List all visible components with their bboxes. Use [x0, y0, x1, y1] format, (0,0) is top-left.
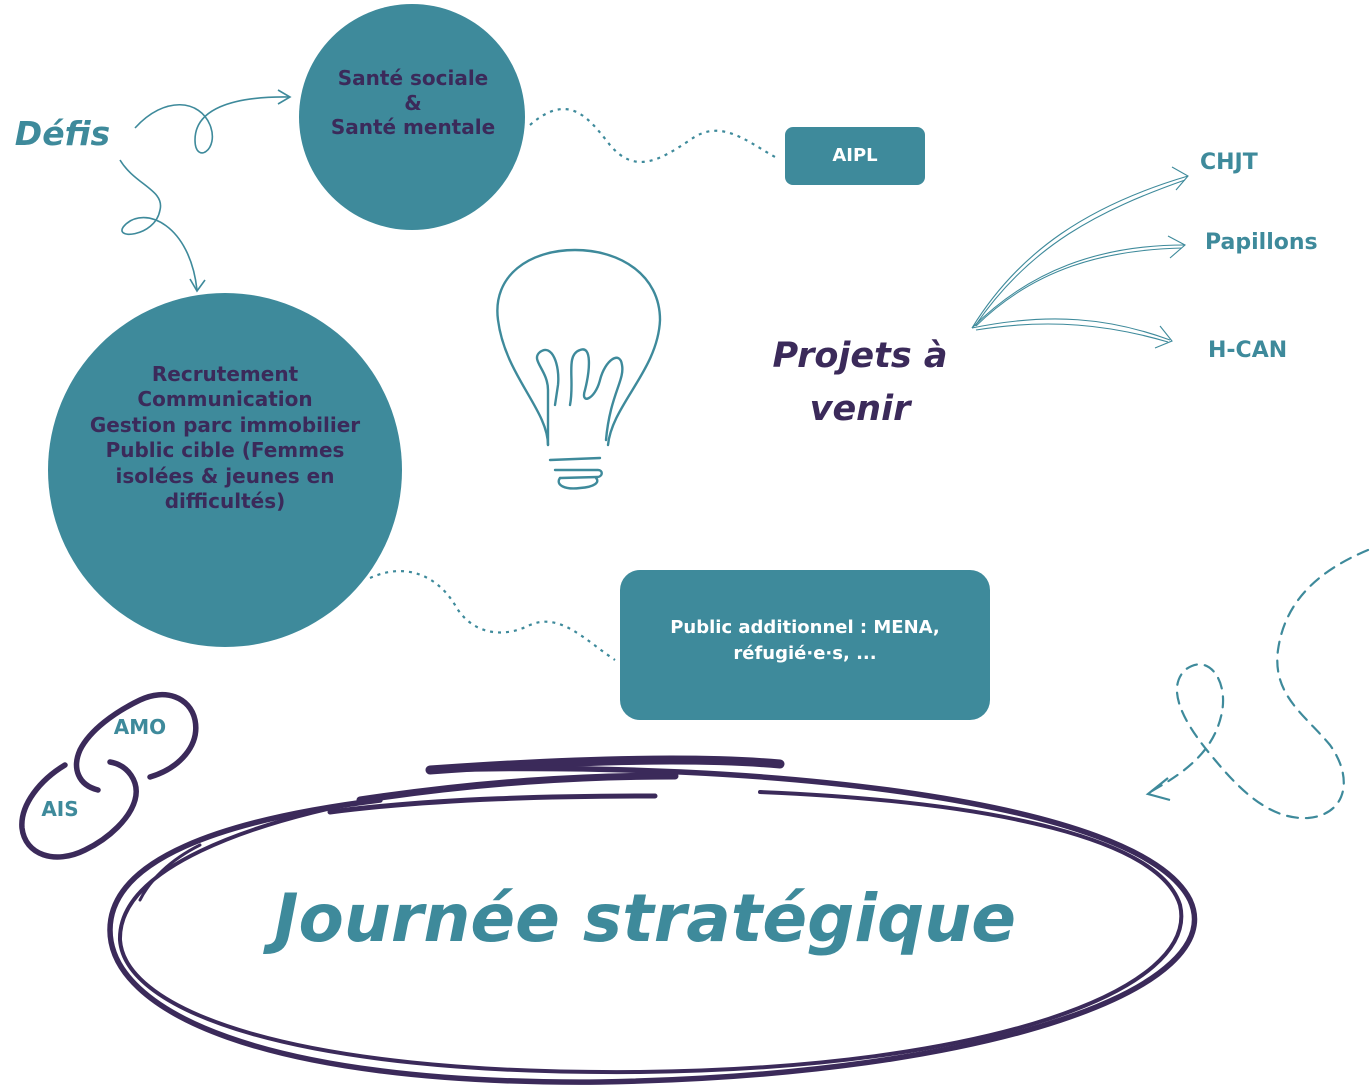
box-public-shape	[620, 570, 990, 720]
projet-item: Papillons	[1205, 230, 1318, 255]
box-public-line: Public additionnel : MENA,	[670, 617, 940, 638]
dashed-loop-arrow-icon	[1148, 548, 1370, 820]
title-ellipse-scribble	[107, 755, 1198, 1085]
box-aipl-label: AIPL	[832, 145, 878, 166]
connector-enjeux-public	[369, 569, 616, 661]
box-public-text: Public additionnel : MENA, réfugié·e·s, …	[620, 615, 990, 667]
label-projets: Projets à venir	[750, 330, 970, 435]
label-ais: AIS	[41, 797, 79, 821]
circle-enjeux-text: Recrutement Communication Gestion parc i…	[55, 362, 395, 514]
label-amo: AMO	[113, 715, 167, 739]
circle-sante-line: Santé mentale	[330, 115, 496, 140]
circle-sante	[299, 4, 525, 230]
arrow-defis-to-enjeux	[119, 159, 198, 291]
arrow-defis-to-sante	[134, 96, 291, 154]
circle-sante-text: Santé sociale & Santé mentale	[302, 66, 524, 140]
lightbulb-icon	[496, 248, 662, 490]
fan-arrows	[971, 166, 1189, 349]
arrowhead-enjeux	[189, 278, 206, 293]
box-aipl-shape	[785, 127, 925, 185]
label-projets-line: venir	[809, 388, 911, 429]
dashed-arrowhead	[1145, 777, 1171, 802]
box-public-line: réfugié·e·s, ...	[733, 643, 877, 665]
page-title: Journée stratégique	[273, 880, 1017, 957]
label-projets-line: Projets à	[772, 336, 948, 376]
circle-enjeux-line: Gestion parc immobilier	[89, 412, 361, 437]
circle-enjeux	[48, 293, 402, 647]
projet-item: H-CAN	[1208, 338, 1288, 363]
circle-sante-line: &	[404, 90, 422, 115]
circle-enjeux-line: Communication	[137, 387, 313, 412]
circle-enjeux-line: isolées & jeunes en	[115, 463, 335, 488]
chain-link-icon	[19, 691, 199, 860]
circle-enjeux-line: Recrutement	[151, 362, 299, 386]
projet-item: CHJT	[1200, 150, 1258, 175]
circle-enjeux-line: difficultés)	[164, 488, 286, 513]
arrowhead-sante	[277, 89, 292, 105]
circle-sante-line: Santé sociale	[337, 66, 489, 90]
connector-sante-aipl	[529, 107, 776, 163]
circle-enjeux-line: Public cible (Femmes	[105, 438, 345, 463]
label-defis: Défis	[14, 114, 111, 153]
